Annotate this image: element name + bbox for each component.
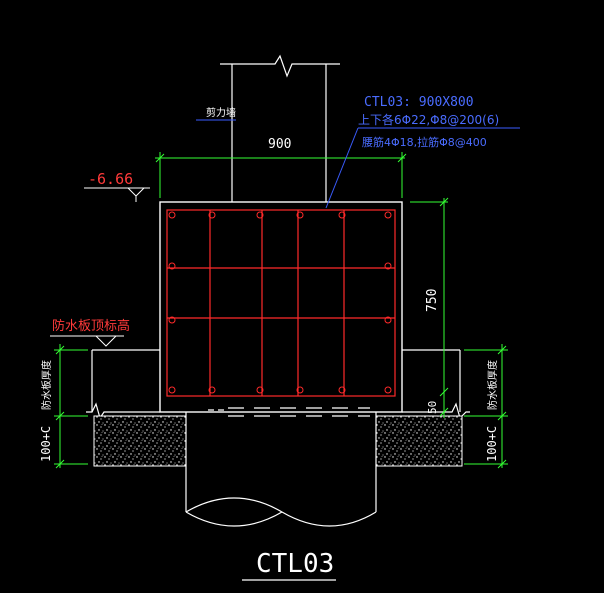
beam-spec-line1: CTL03: 900X800	[364, 95, 474, 110]
elevation-marker	[84, 187, 150, 202]
slab-thickness-left: 防水板厚度	[40, 360, 53, 410]
elevation-text: -6.66	[88, 170, 133, 188]
rebar-cage	[166, 209, 396, 397]
drawing-title: CTL03	[256, 549, 334, 579]
rebar-bars	[168, 211, 392, 394]
slab-thickness-right: 防水板厚度	[486, 360, 499, 410]
dim-height-text: 750	[425, 289, 440, 312]
beam-spec-line2: 上下各6Φ22,Φ8@200(6)	[358, 112, 499, 127]
dimension-lines	[54, 152, 508, 469]
shear-wall-label: 剪力墙	[206, 106, 236, 119]
cushion-right	[375, 415, 463, 467]
leader-lines	[196, 119, 520, 209]
cushion-right-label: 100+C	[485, 426, 499, 462]
shear-wall	[220, 54, 340, 202]
dim-width-text: 900	[268, 137, 291, 152]
waterproof-top-marker	[50, 335, 124, 347]
cushion-left-label: 100+C	[39, 426, 53, 462]
cushion-left	[93, 415, 187, 467]
pile	[185, 407, 377, 527]
waterproof-slab	[86, 349, 470, 420]
beam-spec-line3: 腰筋4Φ18,拉筋Φ8@400	[362, 135, 487, 149]
waterproof-top-label: 防水板顶标高	[52, 318, 130, 334]
beam-outline	[159, 201, 403, 413]
dim-bottom-text: 50	[426, 401, 439, 414]
